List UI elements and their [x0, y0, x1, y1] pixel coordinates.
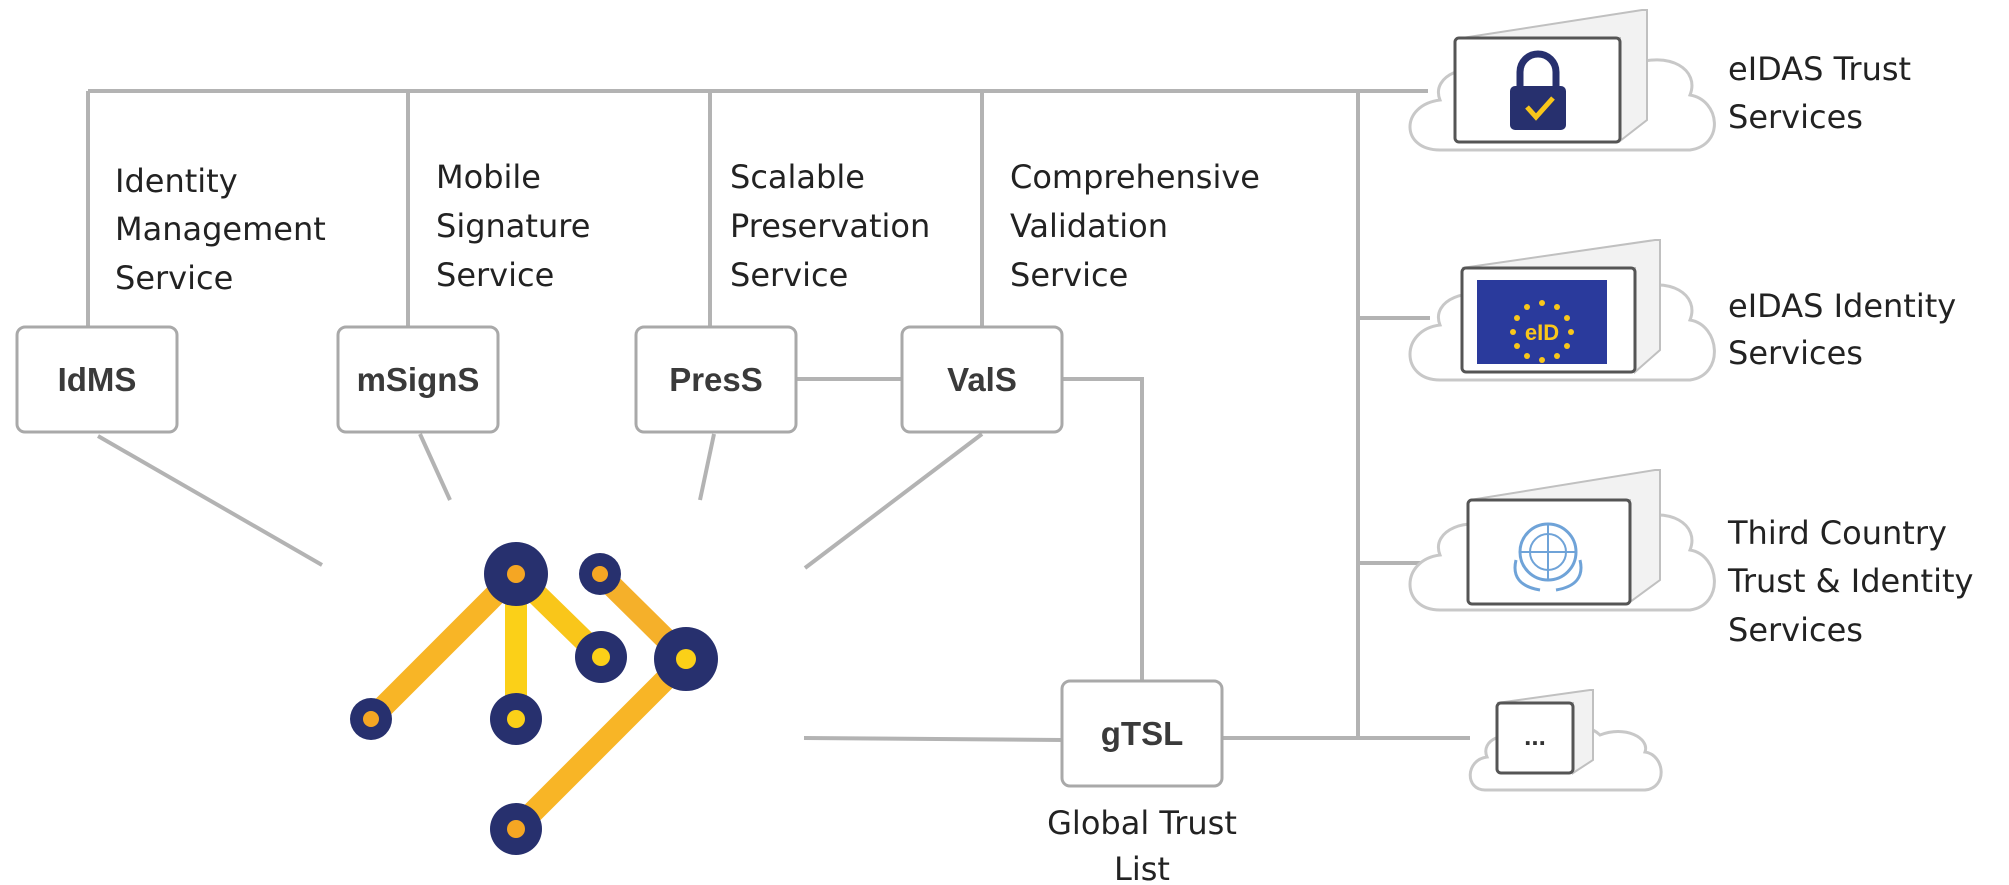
service-desc-line: Validation — [1010, 207, 1168, 245]
service-box — [336, 325, 500, 434]
service-box — [15, 325, 179, 434]
service-desc-line: Service — [730, 256, 848, 294]
gtsl-abbr: gTSL — [1101, 715, 1183, 752]
cloud-third-country: Third Country Trust & Identity Services — [1408, 469, 1973, 649]
service-abbr: PresS — [669, 361, 763, 398]
padlock-icon — [1510, 50, 1566, 130]
external-label-line: Trust & Identity — [1727, 562, 1973, 600]
gtsl-desc-line: List — [1114, 850, 1170, 885]
un-emblem-icon — [1513, 522, 1583, 592]
service-desc-line: Service — [115, 259, 233, 297]
external-label-line: Services — [1728, 98, 1863, 136]
service-abbr: ValS — [947, 361, 1017, 398]
service-abbr: IdMS — [58, 361, 137, 398]
service-box — [634, 325, 798, 434]
service-desc-line: Signature — [436, 207, 590, 245]
service-box — [900, 325, 1064, 434]
external-label-line: Third Country — [1727, 514, 1947, 552]
service-abbr: mSignS — [357, 361, 480, 398]
connector-lines — [86, 89, 1470, 742]
external-label-line: Services — [1728, 334, 1863, 372]
service-vals: ValS Comprehensive Validation Service — [900, 158, 1260, 434]
eid-flag-icon: eID — [1477, 280, 1607, 364]
service-desc-line: Preservation — [730, 207, 930, 245]
network-logo-icon — [350, 542, 718, 855]
external-label-line: eIDAS Identity — [1728, 287, 1956, 325]
external-label-line: eIDAS Trust — [1728, 50, 1911, 88]
ellipsis-icon: ... — [1524, 721, 1546, 751]
external-label-line: Services — [1728, 611, 1863, 649]
service-desc-line: Management — [115, 210, 326, 248]
service-desc-line: Service — [1010, 256, 1128, 294]
gtsl-desc-line: Global Trust — [1047, 804, 1237, 842]
cloud-eidas-identity: eID eIDAS Identity Services — [1408, 239, 1956, 382]
service-msigns: mSignS Mobile Signature Service — [336, 158, 590, 434]
service-desc-line: Identity — [115, 162, 238, 200]
service-desc-line: Comprehensive — [1010, 158, 1260, 196]
gtsl-box — [1060, 679, 1224, 788]
eid-badge-text: eID — [1525, 320, 1559, 345]
cloud-eidas-trust: eIDAS Trust Services — [1408, 9, 1911, 152]
service-idms: IdMS Identity Management Service — [15, 162, 326, 434]
service-press: PresS Scalable Preservation Service — [634, 158, 930, 434]
gtsl-node: gTSL Global Trust List — [1047, 679, 1237, 885]
service-desc-line: Mobile — [436, 158, 541, 196]
cloud-more: ... — [1468, 689, 1663, 792]
service-desc-line: Service — [436, 256, 554, 294]
service-desc-line: Scalable — [730, 158, 865, 196]
